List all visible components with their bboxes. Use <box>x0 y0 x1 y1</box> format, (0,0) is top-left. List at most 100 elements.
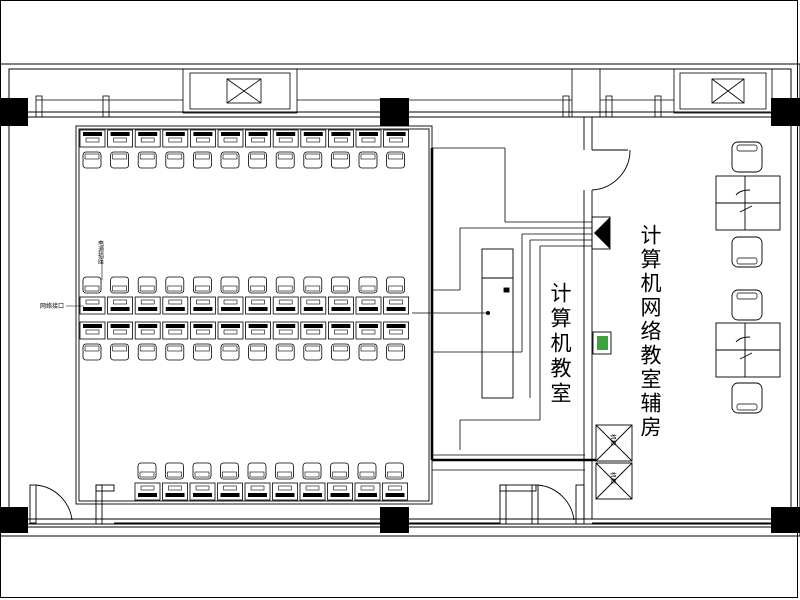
chair <box>192 462 212 480</box>
workstation <box>245 296 272 315</box>
bottom-openings <box>29 484 771 525</box>
chair <box>303 276 323 294</box>
chair <box>82 276 102 294</box>
workstation <box>299 482 326 501</box>
workstation <box>217 296 244 315</box>
chair <box>248 343 268 361</box>
workstation <box>189 321 216 340</box>
monitor-icon <box>592 331 612 355</box>
projector-marker <box>591 216 611 250</box>
chair <box>275 151 295 169</box>
workstation <box>189 482 216 501</box>
desk-rows <box>79 129 410 501</box>
workstation <box>245 129 272 148</box>
chair <box>248 151 268 169</box>
chair <box>330 343 350 361</box>
chair <box>192 276 212 294</box>
classroom-label-group: 计算机教室 <box>548 282 572 407</box>
workstation <box>300 296 327 315</box>
chair <box>275 276 295 294</box>
workstation <box>300 321 327 340</box>
workstation <box>217 482 243 501</box>
workstation <box>79 321 106 340</box>
cabinet-label-2: 机柜 <box>609 472 617 484</box>
workstation <box>134 129 161 148</box>
chair <box>220 462 239 480</box>
workstation <box>107 321 133 340</box>
workstation <box>162 296 189 315</box>
aux-chair <box>731 289 763 321</box>
workstation <box>107 296 133 315</box>
workstation <box>300 129 327 148</box>
chair <box>275 462 294 480</box>
chair <box>358 343 378 361</box>
workstation <box>272 129 299 148</box>
workstation <box>162 129 189 148</box>
main-trunk <box>430 148 596 462</box>
workstation <box>383 129 410 148</box>
workstation <box>244 482 271 501</box>
workstation <box>272 296 299 315</box>
chair <box>247 462 267 480</box>
aux-room-furniture <box>715 175 781 378</box>
chair <box>110 151 129 169</box>
workstation <box>162 482 188 501</box>
chair <box>220 151 240 169</box>
workstation <box>107 129 133 148</box>
chair <box>137 462 157 480</box>
chair <box>110 276 129 294</box>
workstation <box>189 129 216 148</box>
chair <box>330 462 349 480</box>
chair <box>192 151 212 169</box>
chair <box>220 343 240 361</box>
workstation <box>162 321 189 340</box>
chair <box>137 151 157 169</box>
workstation <box>134 321 161 340</box>
workstation <box>217 321 244 340</box>
workstation <box>354 482 381 501</box>
classroom-label: 计算机教室 <box>548 282 572 407</box>
chair <box>358 276 378 294</box>
workstation <box>134 482 161 501</box>
workstation <box>272 482 298 501</box>
chair <box>358 151 378 169</box>
chair <box>192 343 212 361</box>
workstation <box>79 296 106 315</box>
chair <box>303 151 323 169</box>
aux-room-label-group: 计算机网络教室辅房 <box>638 224 662 440</box>
chair <box>330 276 350 294</box>
chair <box>330 151 350 169</box>
aux-chair <box>731 382 763 414</box>
workstation <box>355 129 382 148</box>
workstation <box>383 321 410 340</box>
chair <box>357 462 377 480</box>
chair <box>303 343 323 361</box>
workstation <box>134 296 161 315</box>
chair <box>165 276 185 294</box>
workstation <box>382 482 408 501</box>
chair <box>386 276 406 294</box>
top-window-bays <box>35 68 773 118</box>
chair <box>82 151 102 169</box>
aux-chair <box>731 236 763 268</box>
cable-routing <box>412 147 592 471</box>
chair <box>137 343 157 361</box>
chair <box>165 462 184 480</box>
structural-columns <box>0 98 800 533</box>
workstation <box>327 321 354 340</box>
chair <box>386 343 406 361</box>
desk-area-outline <box>75 125 433 505</box>
workstation <box>383 296 410 315</box>
power-socket-note: 电源插座 <box>97 239 104 265</box>
chair <box>137 276 157 294</box>
workstation <box>327 296 354 315</box>
workstation <box>245 321 272 340</box>
chair <box>220 276 240 294</box>
chair <box>82 343 102 361</box>
aux-chair <box>731 141 763 173</box>
chair <box>248 276 268 294</box>
workstation <box>355 296 382 315</box>
workstation <box>272 321 299 340</box>
workstation <box>327 129 354 148</box>
